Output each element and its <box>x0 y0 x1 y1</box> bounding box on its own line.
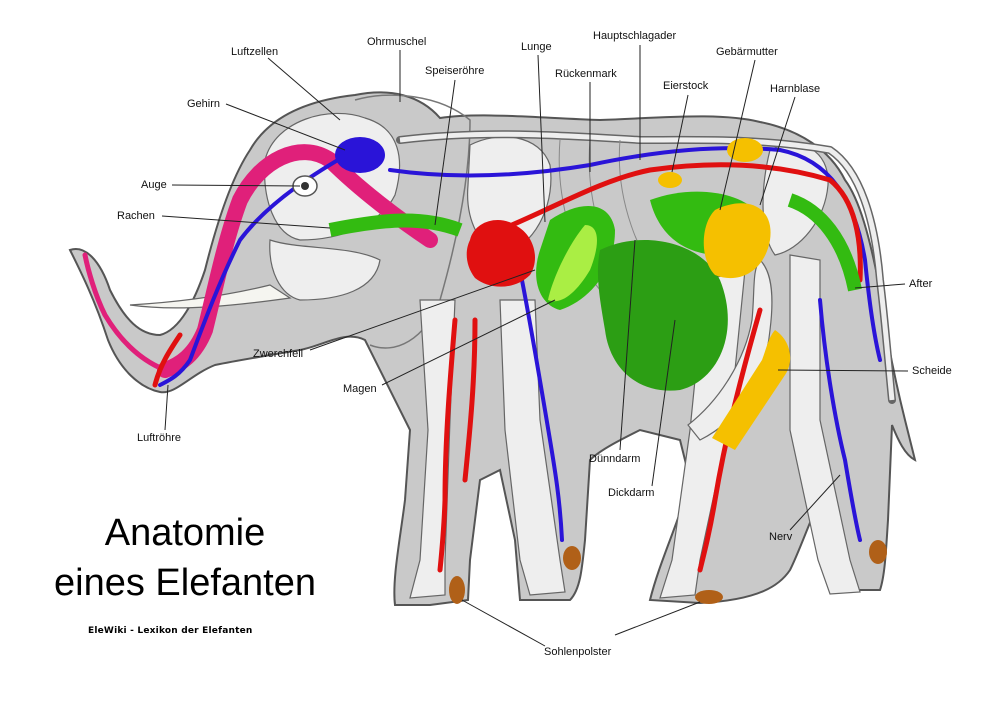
esophagus <box>328 213 463 237</box>
hind-leg-artery <box>697 307 763 573</box>
uterus <box>703 203 771 279</box>
bladder <box>727 138 763 162</box>
front-leg-artery-left <box>437 317 458 573</box>
femur <box>687 259 773 441</box>
label-hauptschlagader: Hauptschlagader <box>593 30 677 42</box>
sole-pad-hind-right <box>869 540 887 564</box>
leader-harnblase <box>759 96 796 206</box>
leader-lunge <box>537 54 546 223</box>
trunk-airway <box>157 144 438 378</box>
label-speiseroehre: Speiseröhre <box>425 65 485 77</box>
label-scheide: Scheide <box>912 365 952 377</box>
eye-pupil <box>301 182 309 190</box>
title-line-1: Anatomie <box>104 512 266 554</box>
leader-auge <box>171 184 301 187</box>
aorta <box>497 162 863 283</box>
ear-outline <box>354 94 471 349</box>
leader-luftroehre <box>164 384 169 431</box>
tusk <box>129 284 292 309</box>
leader-speiseroehre <box>434 79 456 226</box>
diaphragm <box>548 225 597 302</box>
label-gebaermutter: Gebärmutter <box>716 46 778 58</box>
leader-dickdarm <box>651 319 676 487</box>
front-leg-artery-right <box>462 317 478 483</box>
digestive-system <box>328 191 862 391</box>
reproductive-system <box>658 138 791 450</box>
label-gehirn: Gehirn <box>187 98 221 110</box>
heart <box>466 220 535 287</box>
sole-pad-front-left <box>449 576 465 604</box>
leader-gehirn <box>225 103 346 151</box>
leader-zwerchfell <box>309 269 536 351</box>
colon-end <box>787 193 862 292</box>
label-rueckenmark: Rückenmark <box>555 68 617 80</box>
leader-lines <box>161 45 909 647</box>
label-magen: Magen <box>343 383 377 395</box>
label-dickdarm: Dickdarm <box>608 487 655 499</box>
eye <box>292 175 318 197</box>
spine-core <box>399 131 895 401</box>
ovary <box>658 172 682 188</box>
trunk-tip <box>82 252 168 373</box>
hind-leg-nerve <box>818 298 862 542</box>
label-sohlenpolster: Sohlenpolster <box>544 646 612 658</box>
leader-duenndarm <box>619 239 636 451</box>
leader-gebaermutter <box>719 59 756 211</box>
leader-after <box>854 283 906 289</box>
sole-pad-front-right <box>563 546 581 570</box>
label-zwerchfell: Zwerchfell <box>253 348 304 360</box>
label-after: After <box>909 278 933 290</box>
label-lunge: Lunge <box>521 41 552 53</box>
label-luftzellen: Luftzellen <box>231 46 279 58</box>
leader-luftzellen <box>267 57 341 121</box>
vagina <box>712 330 791 450</box>
label-ohrmuschel: Ohrmuschel <box>367 36 427 48</box>
leader-sohlenpolster-right <box>614 601 701 636</box>
label-harnblase: Harnblase <box>770 83 821 95</box>
credit-text: EleWiki - Lexikon der Elefanten <box>88 626 253 636</box>
label-rachen: Rachen <box>117 210 155 222</box>
small-intestine <box>597 240 728 391</box>
label-luftroehre: Luftröhre <box>137 432 182 444</box>
artery-system <box>152 162 863 573</box>
leader-rachen <box>161 215 331 229</box>
jaw <box>269 239 381 301</box>
leader-magen <box>381 299 556 386</box>
label-nerv: Nerv <box>769 531 793 543</box>
trunk-artery <box>152 332 183 388</box>
label-duenndarm: Dünndarm <box>589 453 641 465</box>
leader-sohlenpolster-left <box>461 599 546 647</box>
leader-scheide <box>777 369 909 372</box>
title-line-2: eines Elefanten <box>54 562 316 604</box>
leader-nerv <box>789 474 841 531</box>
label-auge: Auge <box>141 179 167 191</box>
sole-pads <box>449 540 887 604</box>
front-leg-right <box>499 299 566 596</box>
leader-eierstock <box>671 94 689 173</box>
brain <box>335 137 385 173</box>
label-eierstock: Eierstock <box>663 80 709 92</box>
sole-pad-hind-left <box>695 590 723 604</box>
